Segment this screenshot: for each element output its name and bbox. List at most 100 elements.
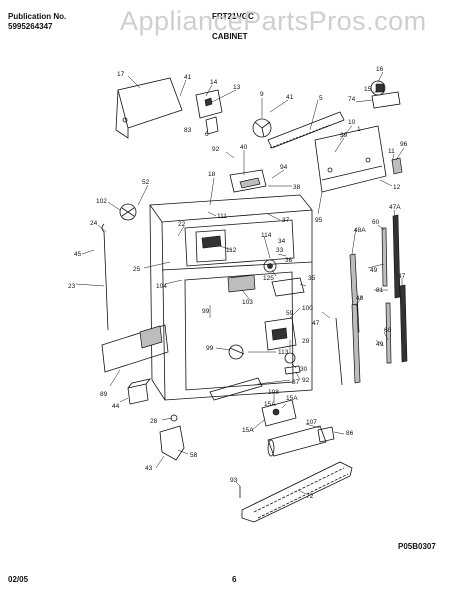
callout-14: 14 — [210, 79, 218, 86]
callout-100: 100 — [302, 305, 313, 312]
watermark: AppliancePartsPros.com — [120, 6, 427, 36]
publication-label: Publication No. — [8, 12, 67, 21]
callout-111: 111 — [217, 213, 227, 220]
callout-5: 5 — [319, 95, 323, 102]
callout-15: 15 — [364, 86, 372, 93]
callout-103: 103 — [242, 299, 253, 306]
hinge-bracket-part — [195, 89, 223, 135]
callout-47A: 47A — [389, 204, 401, 211]
damper-part — [261, 399, 297, 427]
drain-tube-part — [103, 231, 109, 331]
back-panel-part — [314, 125, 387, 193]
callout-16: 16 — [376, 66, 384, 73]
gasket-strip-60b — [385, 302, 392, 364]
callout-24: 24 — [90, 220, 98, 227]
callout-37: 37 — [282, 217, 290, 224]
callout-59: 59 — [286, 310, 294, 317]
callout-29: 29 — [302, 338, 310, 345]
callout-36: 36 — [285, 257, 293, 264]
callout-49: 49 — [370, 267, 378, 274]
leader-lines — [75, 71, 405, 495]
callout-87: 87 — [292, 379, 300, 386]
diagram-code: P05B0307 — [398, 542, 436, 551]
callout-58: 58 — [190, 452, 198, 459]
callout-104: 104 — [156, 283, 167, 290]
tab-part — [391, 157, 403, 175]
callout-94: 94 — [280, 164, 288, 171]
callout-30: 30 — [300, 366, 308, 373]
toe-grille-slots — [253, 467, 345, 513]
defrost-drain-line — [229, 347, 245, 355]
top-rail-part — [267, 111, 345, 149]
callout-93: 93 — [230, 477, 238, 484]
callout-108: 108 — [268, 389, 279, 396]
callout-9: 9 — [260, 91, 264, 98]
cylinder-part — [267, 425, 327, 457]
callout-33: 33 — [276, 247, 284, 254]
junction-box-part — [127, 383, 149, 405]
callout-43: 43 — [145, 465, 153, 472]
gasket-strip-48 — [351, 303, 361, 384]
callout-89: 89 — [100, 391, 108, 398]
back-panel-hole — [327, 167, 333, 173]
model-number: FRT21VGC — [212, 12, 254, 21]
top-rail-detail — [269, 124, 331, 149]
callout-28: 28 — [150, 418, 158, 425]
callout-23: 23 — [68, 283, 76, 290]
lower-rail-part — [209, 377, 263, 401]
back-panel-line — [321, 165, 383, 181]
callout-81: 81 — [376, 287, 384, 294]
gasket-strip-47 — [399, 284, 408, 363]
latch-part — [119, 203, 137, 221]
callout-1: 1 — [357, 126, 361, 133]
callout-6: 6 — [205, 131, 209, 138]
control-box-part — [201, 235, 222, 249]
trim-strip-47 — [335, 317, 343, 386]
callout-52: 52 — [142, 179, 150, 186]
publication-number: 5995264347 — [8, 22, 53, 31]
callout-48: 48 — [356, 295, 364, 302]
callout-15Ac: 15A — [242, 427, 254, 434]
callout-60: 60 — [372, 219, 380, 226]
footer-date: 02/05 — [8, 575, 29, 584]
footer-page: 6 — [232, 575, 237, 584]
gasket-strip-47A — [392, 214, 401, 299]
callout-113: 113 — [278, 349, 289, 356]
callout-40: 40 — [240, 144, 248, 151]
callout-102: 102 — [96, 198, 107, 205]
toe-grille-part — [241, 461, 353, 523]
callout-17: 17 — [117, 71, 125, 78]
callout-15Ab: 15A — [264, 401, 276, 408]
callout-86: 86 — [346, 430, 354, 437]
light-bulb-part — [267, 263, 273, 269]
callout-47: 47 — [398, 273, 406, 280]
callout-10: 10 — [348, 119, 356, 126]
callout-107: 107 — [306, 419, 317, 426]
defrost-drain-part — [228, 344, 244, 360]
callout-114: 114 — [261, 232, 272, 239]
latch-detail — [121, 207, 135, 217]
callout-labels: 17 41 14 13 9 41 5 16 15 74 83 6 10 1 39… — [68, 66, 408, 500]
fan-part — [252, 118, 272, 138]
callout-41: 41 — [184, 74, 192, 81]
callout-35: 35 — [308, 275, 316, 282]
callout-72: 72 — [306, 493, 314, 500]
door-switch-part — [271, 327, 288, 341]
callout-99: 99 — [202, 308, 210, 315]
toe-grille-slots-2 — [257, 473, 349, 519]
callout-18: 18 — [208, 171, 216, 178]
callout-112: 112 — [226, 247, 237, 254]
callout-34: 34 — [278, 238, 286, 245]
callout-12: 12 — [393, 184, 401, 191]
callout-44: 44 — [112, 403, 120, 410]
cold-control-part — [227, 274, 256, 293]
callout-48A: 48A — [354, 227, 366, 234]
callout-83: 83 — [184, 127, 192, 134]
callout-74: 74 — [348, 96, 356, 103]
callout-39: 39 — [340, 132, 348, 139]
shelf-bracket-part — [271, 277, 305, 297]
callout-22: 22 — [178, 221, 186, 228]
callout-95: 95 — [315, 217, 323, 224]
callout-60b: 60 — [384, 327, 392, 334]
